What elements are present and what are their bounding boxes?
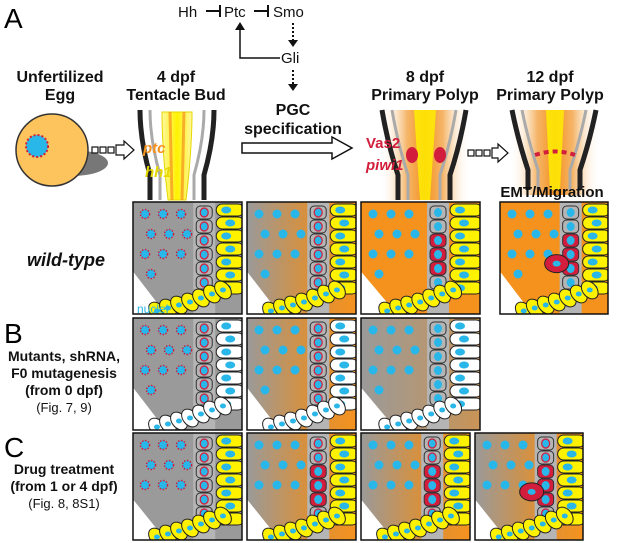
svg-text:(from 1 or 4 dpf): (from 1 or 4 dpf) (10, 478, 117, 494)
gene-ptc: ptc (142, 140, 166, 157)
svg-text:(Fig. 7, 9): (Fig. 7, 9) (36, 400, 92, 415)
pp8-label-1: 8 dpf (406, 69, 445, 86)
tissue-panel-8 (132, 432, 243, 541)
egg-label-2: Egg (45, 87, 75, 104)
tissue-panel-3 (360, 201, 481, 315)
pp8-label-2: Primary Polyp (371, 87, 479, 104)
tissue-panel-9 (246, 432, 357, 541)
tentacle-bud-illustration: ptc hh1 (137, 109, 217, 201)
egg-label-1: Unfertilized (16, 69, 103, 86)
pgc-label-1: PGC (276, 102, 311, 119)
tissue-panel-2 (246, 201, 357, 315)
panel-letter-b: B (4, 318, 23, 349)
tentacle-bud-label-1: 4 dpf (157, 69, 196, 86)
panel-letter-c: C (4, 432, 24, 463)
pathway-smo: Smo (273, 4, 304, 21)
dashed-arrow-2 (467, 142, 509, 164)
pathway-gli: Gli (281, 50, 299, 67)
tissue-panel-11 (474, 432, 584, 541)
gene-vas2: Vas2 (366, 135, 400, 152)
dashed-arrow-1 (91, 139, 135, 161)
svg-text:F0 mutagenesis: F0 mutagenesis (11, 365, 117, 381)
pathway-ptc: Ptc (224, 4, 246, 21)
gene-piwi1: piwi1 (365, 157, 404, 174)
svg-text:(Fig. 8, 8S1): (Fig. 8, 8S1) (28, 496, 100, 511)
pgc-label-2: specification (244, 121, 342, 138)
tissue-panel-4 (499, 201, 609, 315)
egg-illustration (15, 113, 108, 187)
svg-text:Mutants, shRNA,: Mutants, shRNA, (8, 348, 120, 364)
tissue-panel-6 (246, 317, 357, 431)
open-arrow-pgc (241, 135, 354, 161)
pp12-label-2: Primary Polyp (496, 87, 604, 104)
tissue-panel-10 (360, 432, 471, 541)
svg-text:Drug treatment: Drug treatment (14, 461, 115, 477)
nuclei-label: nuclei (137, 302, 168, 316)
tissue-panel-5 (132, 317, 243, 431)
row-label-drug: Drug treatment (from 1 or 4 dpf) (Fig. 8… (10, 461, 117, 511)
tissue-panel-1 (132, 201, 243, 315)
pathway-hh: Hh (178, 4, 197, 21)
primary-polyp-12dpf: EMT/Migration (500, 109, 604, 201)
pp12-label-1: 12 dpf (526, 69, 574, 86)
row-label-wild-type: wild-type (27, 250, 105, 270)
tentacle-bud-label-2: Tentacle Bud (126, 87, 225, 104)
svg-text:(from 0 dpf): (from 0 dpf) (25, 382, 103, 398)
gene-hh1: hh1 (145, 164, 172, 181)
primary-polyp-8dpf: Vas2 piwi1 (365, 109, 470, 200)
hh-pathway: Hh Ptc Smo Gli (178, 4, 304, 91)
tissue-panel-7 (360, 317, 481, 431)
row-label-mutants: Mutants, shRNA, F0 mutagenesis (from 0 d… (8, 348, 120, 415)
panel-letter-a: A (4, 3, 23, 34)
tissue-panels (132, 201, 609, 541)
emt-label: EMT/Migration (500, 184, 603, 201)
